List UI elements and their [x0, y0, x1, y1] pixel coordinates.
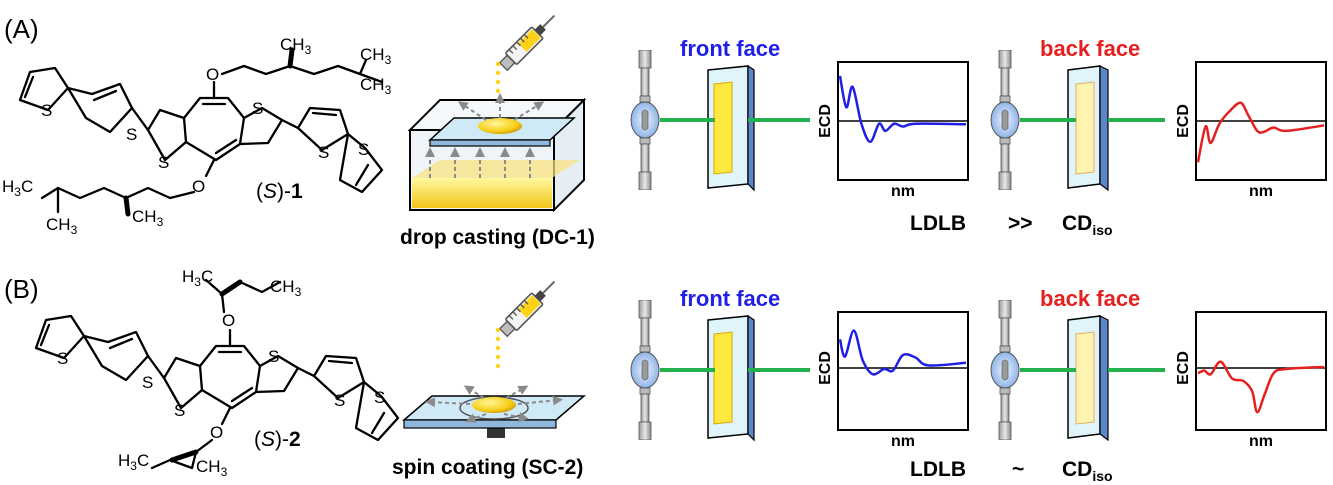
panel-a: (A): [2, 8, 1327, 249]
atom-s: S: [174, 401, 185, 420]
compound-label: (S)-2: [254, 428, 301, 451]
panel-a-label: (A): [4, 14, 39, 44]
panel-b-label: (B): [4, 274, 39, 304]
comparison-text: LDLB ~ CDiso: [910, 458, 1113, 484]
y-axis-label: ECD: [1175, 351, 1192, 385]
x-axis-label: nm: [1249, 433, 1273, 450]
atom-s: S: [126, 125, 137, 144]
sample-film-reversed: [1067, 315, 1109, 442]
method-caption: spin coating (SC-2): [392, 456, 583, 479]
comparison-text: LDLB >> CDiso: [910, 212, 1113, 238]
atom-s: S: [57, 349, 68, 368]
methyl-label: H3C: [2, 177, 33, 199]
ecd-plot-front: ECD nm: [817, 61, 969, 200]
methyl-label: CH3: [360, 75, 392, 97]
lamp-icon: [990, 300, 1020, 440]
molecule-2-structure: S S S S S S O O H3C CH3 H3C CH3: [34, 267, 400, 479]
atom-s: S: [374, 388, 385, 407]
method-caption: drop casting (DC-1): [400, 226, 595, 249]
methyl-label: CH3: [270, 277, 302, 299]
y-axis-label: ECD: [817, 351, 834, 385]
comparison-right: CDiso: [1062, 212, 1113, 238]
methyl-label: H3C: [118, 451, 149, 473]
x-axis-label: nm: [1249, 183, 1273, 200]
comparison-right: CDiso: [1062, 458, 1113, 484]
back-face-label: back face: [1040, 36, 1140, 61]
sample-film: [707, 314, 755, 442]
ecd-plot-back: ECD nm: [1175, 61, 1327, 200]
ecd-plot-back: ECD nm: [1175, 311, 1327, 450]
atom-s: S: [252, 99, 263, 118]
atom-s: S: [358, 140, 369, 159]
molecule-1-structure: S S S S S S O O CH3 CH3 CH3 H3C CH3 CH3: [2, 35, 392, 237]
panel-b: (B): [4, 267, 1327, 484]
ecd-curve-back: [1197, 360, 1325, 414]
sample-film-reversed: [1067, 65, 1109, 192]
comparison-left: LDLB: [910, 212, 966, 235]
atom-s: S: [41, 101, 52, 120]
atom-s: S: [334, 391, 345, 410]
atom-o: O: [210, 423, 223, 442]
sample-film: [707, 64, 755, 192]
y-axis-label: ECD: [817, 104, 834, 138]
ecd-curve-front: [838, 75, 967, 144]
atom-o: O: [206, 65, 219, 84]
comparison-operator: ~: [1012, 458, 1024, 481]
x-axis-label: nm: [891, 433, 915, 450]
x-axis-label: nm: [891, 183, 915, 200]
atom-s: S: [318, 143, 329, 162]
atom-s: S: [268, 347, 279, 366]
methyl-label: CH3: [280, 35, 312, 57]
atom-s: S: [158, 153, 169, 172]
methyl-label: CH3: [132, 207, 164, 229]
spin-coating-illustration: [401, 274, 587, 438]
front-face-label: front face: [680, 36, 780, 61]
atom-o: O: [222, 311, 235, 330]
y-axis-label: ECD: [1175, 104, 1192, 138]
comparison-operator: >>: [1008, 212, 1033, 235]
lamp-icon: [630, 300, 660, 440]
methyl-label: CH3: [46, 215, 78, 237]
lamp-icon: [630, 50, 660, 190]
ecd-plot-front: ECD nm: [817, 311, 969, 450]
comparison-left: LDLB: [910, 458, 966, 481]
methyl-label: CH3: [196, 457, 228, 479]
methyl-label: CH3: [360, 45, 392, 67]
ecd-curve-back: [1196, 101, 1325, 163]
methyl-label: H3C: [182, 267, 213, 289]
drop-casting-illustration: [407, 8, 587, 213]
ecd-curve-front: [838, 329, 967, 376]
atom-o: O: [192, 177, 205, 196]
syringe-icon: [496, 274, 562, 340]
lamp-icon: [990, 50, 1020, 190]
front-face-label: front face: [680, 286, 780, 311]
compound-label: (S)-1: [256, 180, 303, 203]
back-face-label: back face: [1040, 286, 1140, 311]
atom-s: S: [142, 373, 153, 392]
syringe-icon: [496, 8, 562, 74]
